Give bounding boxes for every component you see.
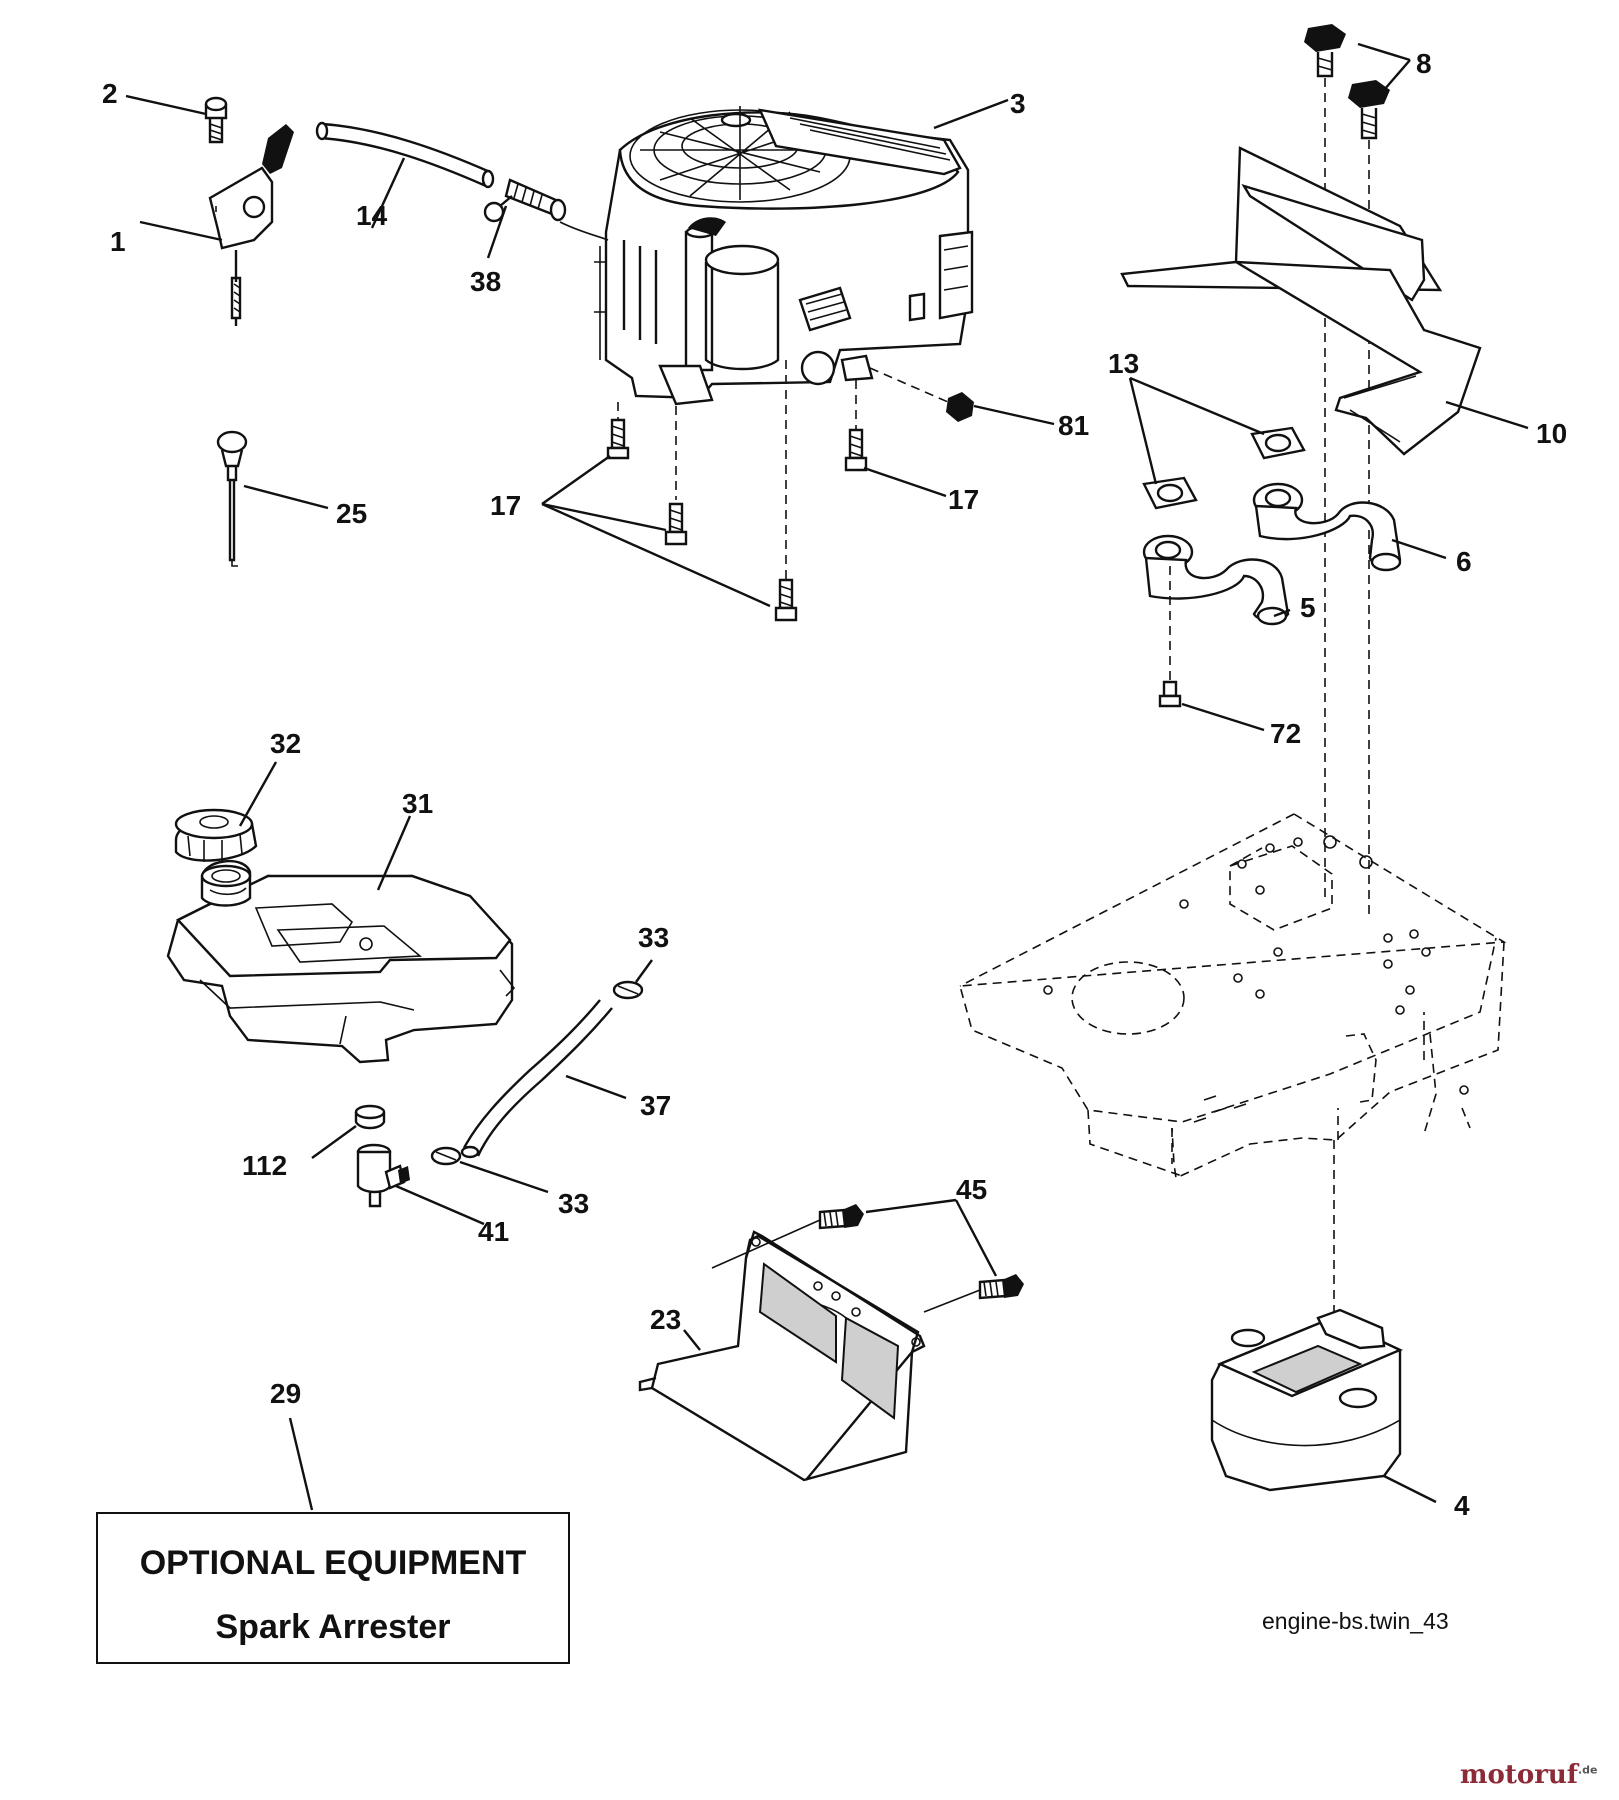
clamp-33-top [612, 980, 644, 1000]
callout-37: 37 [640, 1090, 672, 1121]
knob-25 [216, 430, 248, 567]
gaskets-13 [1142, 426, 1306, 510]
callout-81: 81 [1058, 410, 1090, 441]
screws-8 [1304, 24, 1390, 920]
chassis-frame [958, 813, 1507, 1330]
callout-45: 45 [956, 1174, 988, 1205]
callout-29: 29 [270, 1378, 302, 1409]
callout-4: 4 [1454, 1490, 1470, 1521]
callout-33-bottom: 33 [558, 1188, 590, 1219]
callout-23: 23 [650, 1304, 682, 1335]
optional-equipment-title: OPTIONAL EQUIPMENT [139, 1544, 527, 1582]
callout-32: 32 [270, 728, 302, 759]
callout-25: 25 [336, 498, 368, 529]
bushing-112 [354, 1104, 386, 1130]
callout-31: 31 [402, 788, 434, 819]
callout-17-left: 17 [490, 490, 522, 521]
callout-13: 13 [1108, 348, 1140, 379]
nut-81 [869, 367, 974, 422]
heat-shield-10 [1120, 146, 1482, 456]
fuel-line-37 [460, 999, 613, 1159]
shutoff-valve-41 [356, 1143, 410, 1208]
exhaust-pipe-6 [1252, 482, 1402, 572]
callout-6: 6 [1456, 546, 1472, 577]
callout-33-top: 33 [638, 922, 670, 953]
optional-equipment-box: OPTIONAL EQUIPMENT Spark Arrester [96, 1512, 570, 1664]
callout-14: 14 [356, 200, 388, 231]
callout-5: 5 [1300, 592, 1316, 623]
callout-8: 8 [1416, 48, 1432, 79]
callout-17-right: 17 [948, 484, 980, 515]
exhaust-pipe-5 [1142, 534, 1290, 682]
fuel-tank-31 [166, 859, 516, 1064]
muffler-4 [1210, 1308, 1403, 1492]
callout-2: 2 [102, 78, 118, 109]
leader-lines [125, 42, 1529, 1511]
engine-3 [559, 106, 974, 406]
screw-2 [204, 96, 228, 144]
bolt-72 [1158, 680, 1182, 708]
watermark-suffix: .de [1578, 1763, 1598, 1777]
engine-bolts-17 [606, 360, 868, 622]
throttle-control [208, 124, 294, 326]
callout-3: 3 [1010, 88, 1026, 119]
bolts-45 [711, 1204, 1024, 1313]
optional-equipment-item: Spark Arrester [215, 1608, 451, 1646]
callout-112: 112 [242, 1150, 288, 1181]
watermark-logo: motoruf.de [1460, 1760, 1598, 1790]
callout-38: 38 [470, 266, 502, 297]
diagram-file-label: engine-bs.twin_43 [1262, 1608, 1449, 1634]
fuel-cap-32 [174, 808, 258, 862]
fitting-38 [483, 178, 567, 223]
fuel-hose-14 [315, 121, 495, 189]
bracket-plate-23 [638, 1230, 926, 1482]
callout-41: 41 [478, 1216, 510, 1247]
callout-72: 72 [1270, 718, 1302, 749]
clamp-33-bottom [430, 1146, 462, 1166]
watermark-name: motoruf [1460, 1760, 1578, 1790]
callout-1: 1 [110, 226, 126, 257]
callout-10: 10 [1536, 418, 1568, 449]
